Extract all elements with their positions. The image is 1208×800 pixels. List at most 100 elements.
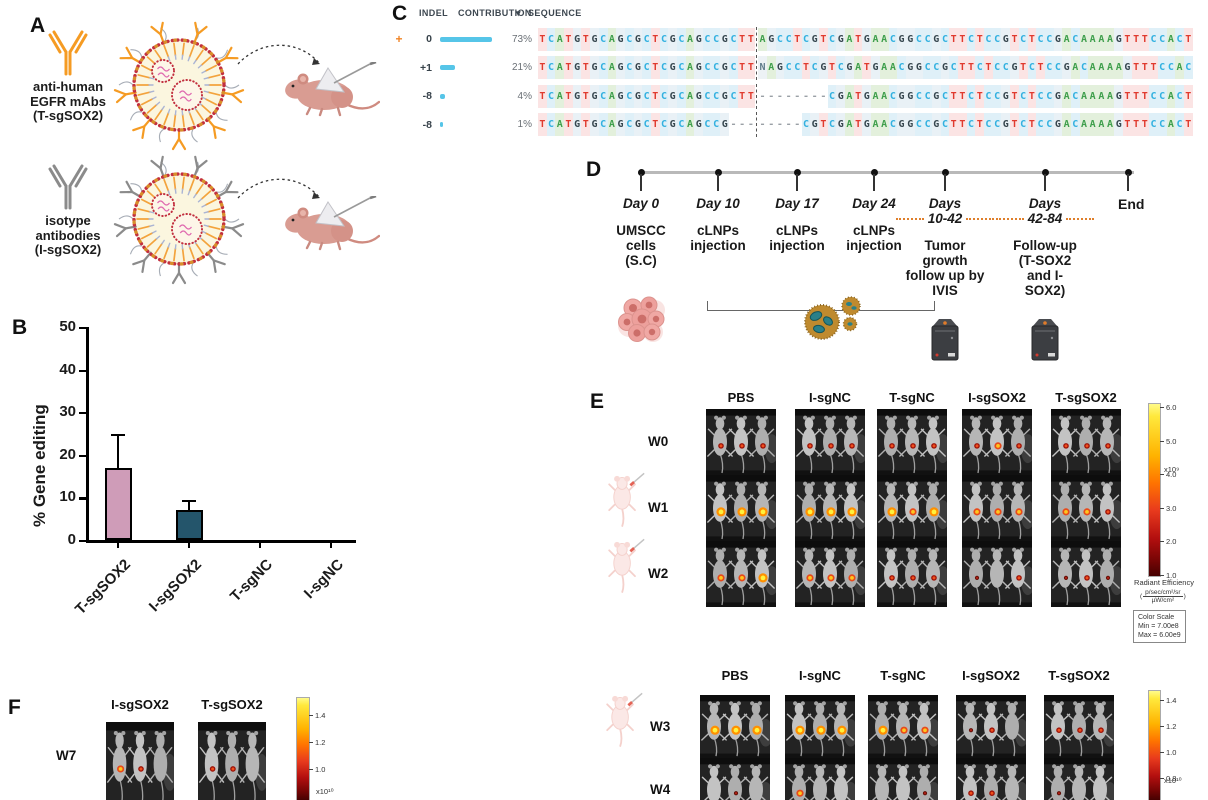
sequence-base: G [914,56,924,80]
sequence-base: C [1149,27,1158,51]
sequence-base: C [703,56,712,80]
ivis-photo [106,722,174,800]
ivis-photo [198,722,266,800]
sequence-base: C [984,27,993,51]
sequence-base: T [827,56,837,80]
timeline-desc-line: Follow-up [1013,238,1077,253]
y-tick-label: 0 [67,531,76,548]
sequence-base: T [958,27,967,51]
antibody-label-line: anti-human [32,79,104,94]
sequence-base: A [1079,84,1089,108]
contribution-bar-cell [432,93,502,99]
timeline-day-text: 10-42 [927,211,963,226]
sequence-base: A [1105,56,1115,80]
sequence-base: - [766,113,776,137]
sequence-base: C [1036,27,1045,51]
sequence-base: T [949,113,958,137]
timeline-day-line: Day 17 [775,196,819,211]
sequence-base: A [607,113,617,137]
sequence-base: A [1088,56,1097,80]
week-label-W3: W3 [650,718,671,734]
sequence-base: T [853,113,863,137]
sequence-base: T [975,27,985,51]
sequence-base: T [1183,113,1193,137]
timeline-axis [638,171,1134,174]
sequence-base: C [1001,56,1011,80]
mouse-injection-icon [598,691,644,754]
sequence-base: A [685,56,695,80]
sequence-base: T [1140,27,1150,51]
sequence-base: C [659,27,669,51]
sequence-base: C [992,113,1002,137]
sequence-base: C [1175,113,1184,137]
column-header-T-sgSOX2: T-sgSOX2 [1048,668,1110,683]
sequence-base: A [1062,27,1071,51]
sequence-base: C [546,56,556,80]
ivis-photo-cell [1044,695,1114,758]
ivis-photo [795,541,865,607]
sequence-base: C [992,56,1002,80]
ivis-imager-icon [1030,318,1060,367]
x-tick-mark [117,542,119,548]
dotted-range-line [1066,217,1095,220]
ivis-photo-cell [106,722,174,800]
sequence-base: T [801,56,811,80]
contribution-bar [440,65,455,71]
colorbar-exponent-label: x10¹⁰ [316,787,334,796]
sequence-base: G [572,113,582,137]
sequence-base: A [1079,27,1089,51]
week-label-W0: W0 [648,434,669,449]
sequence-base: G [590,56,599,80]
sequence-base: G [633,27,643,51]
cut-site-line [756,112,758,138]
sequence-base: G [862,27,872,51]
sequence-base: G [616,56,625,80]
sequence-base: T [1140,84,1150,108]
sort-arrow-icon[interactable]: ▾ [516,8,521,18]
sequence-base: T [746,84,756,108]
sequence-base: C [1053,56,1063,80]
sequence-base: - [758,84,767,108]
sequence-base: C [1070,84,1080,108]
sequence-base: C [642,56,651,80]
timeline-desc-line: follow up by [905,268,985,283]
colorbar-tick-label: 3.0 [1166,503,1177,513]
sequence-base: C [546,113,556,137]
sequence-base: A [845,84,854,108]
colorbar-tick-mark [309,742,313,743]
ivis-photo-cell [795,475,865,541]
sequence-base: - [766,84,776,108]
bar-T-sgSOX2 [104,468,132,540]
sequence-base: G [871,56,880,80]
radiant-efficiency-title: Radiant Efficiency [1134,578,1194,587]
ivis-photo [795,409,865,475]
x-tick-mark [259,542,261,548]
y-tick-mark [79,540,86,543]
sequence-base: G [668,84,677,108]
header-contribution: CONTRIBUTION [458,8,532,18]
sequence-base: C [775,27,785,51]
timeline-node-dot [941,169,949,176]
timeline-node-dot [870,169,878,176]
column-header-I-sgSOX2: I-sgSOX2 [111,697,169,712]
timeline-desc-line: injection [769,238,825,253]
contribution-bar [440,36,492,42]
sequence-base: C [923,113,932,137]
sequence-base: A [879,56,889,80]
sequence-base: G [862,113,872,137]
radiance-denominator: µW/cm² [1151,597,1175,604]
sequence-base: A [871,113,880,137]
contribution-percent: 4% [517,90,532,102]
colorbar-tick-mark [1160,700,1164,701]
mouse-illustration [272,194,381,259]
sequence-base: C [1183,56,1193,80]
sequence-base: C [598,84,608,108]
timeline-node-dot [714,169,722,176]
